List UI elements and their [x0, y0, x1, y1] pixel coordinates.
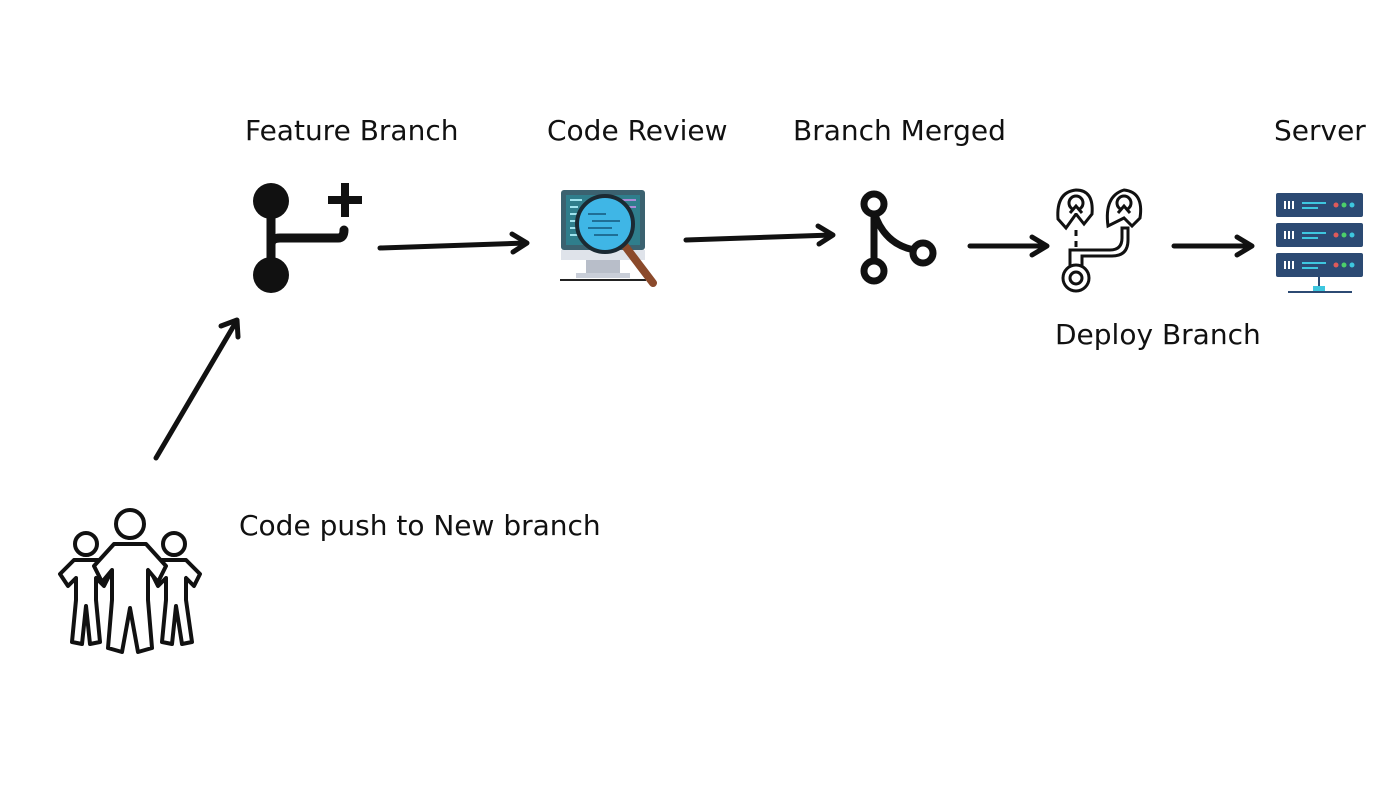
arrow-deploy-to-server	[1171, 234, 1255, 258]
node-label-server: Server	[1274, 114, 1366, 147]
arrow-merged-to-deploy	[967, 234, 1050, 258]
arrow-feature-to-review	[377, 231, 530, 255]
node-label-code-review: Code Review	[547, 114, 728, 147]
arrow-team-to-feature	[153, 317, 241, 461]
edge-label-code-push: Code push to New branch	[239, 509, 601, 542]
node-label-deploy-branch: Deploy Branch	[1055, 318, 1261, 351]
node-label-feature-branch: Feature Branch	[245, 114, 459, 147]
node-label-branch-merged: Branch Merged	[793, 114, 1006, 147]
arrow-review-to-merged	[683, 223, 836, 247]
